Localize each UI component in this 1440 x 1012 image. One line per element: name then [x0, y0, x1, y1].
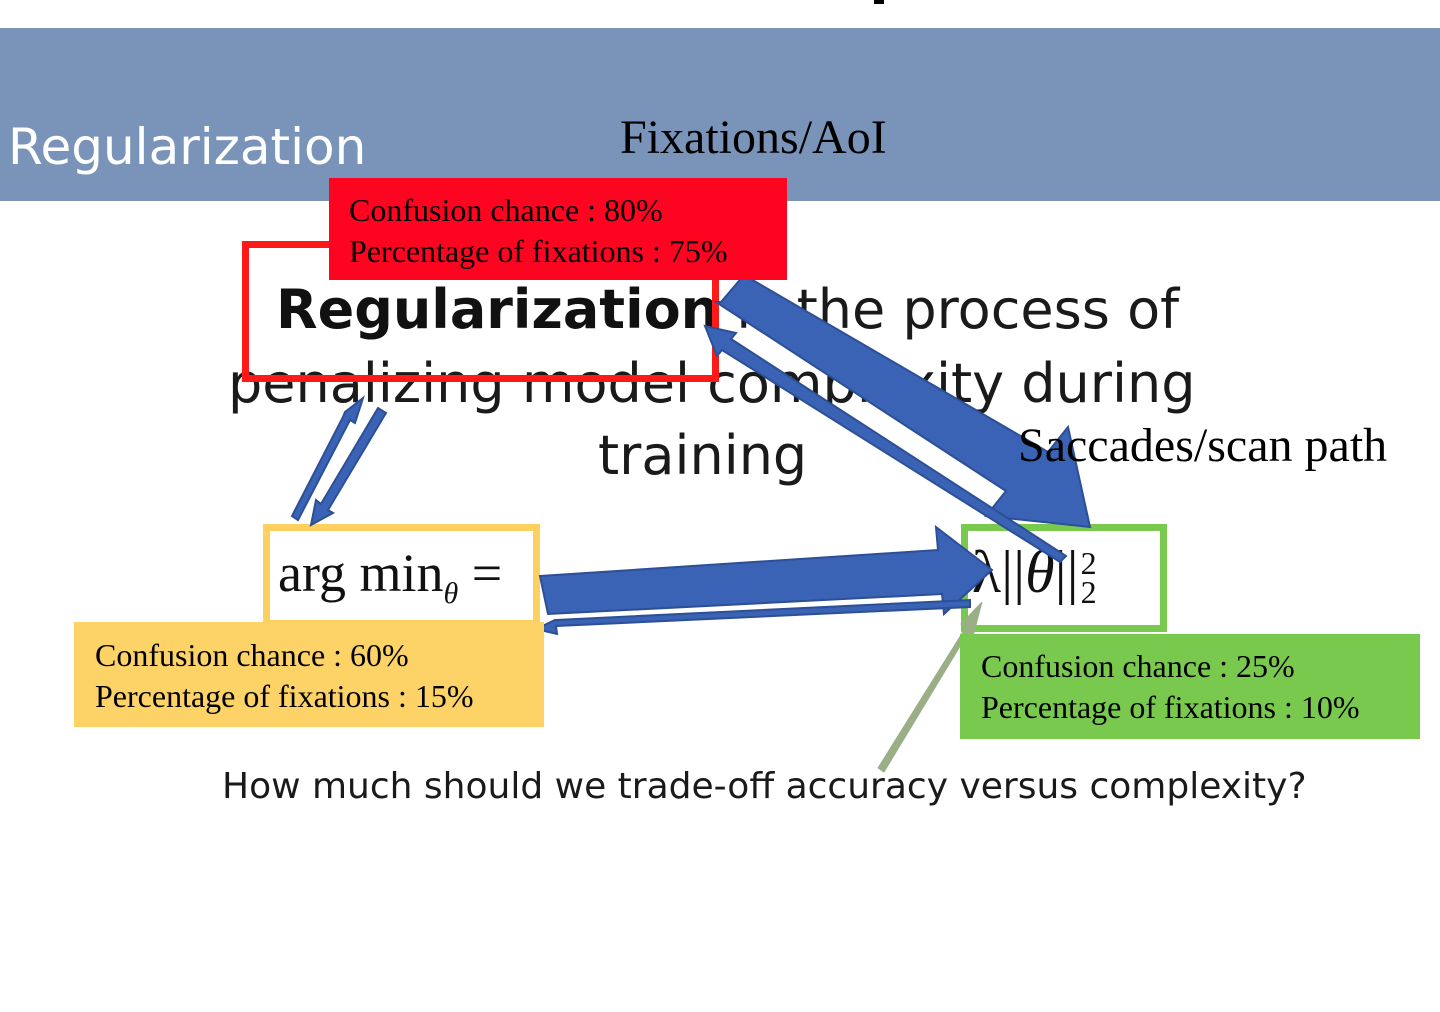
aoi-box-green	[961, 524, 1167, 632]
slide-title: Regularization	[8, 118, 367, 176]
formula-left: arg minθ =	[278, 542, 502, 611]
title-bar	[0, 28, 1440, 201]
info-box-red: Confusion chance : 80% Percentage of fix…	[329, 178, 787, 280]
info-yellow-confusion: Confusion chance : 60%	[95, 637, 409, 673]
info-red-fixations: Percentage of fixations : 75%	[349, 233, 728, 269]
arrow-sentence-to-formula	[309, 406, 388, 527]
question-text: How much should we trade-off accuracy ve…	[222, 766, 1307, 807]
fixations-label: Fixations/AoI	[620, 111, 887, 164]
arrow-formula-to-sentence	[290, 395, 365, 522]
aoi-box-yellow	[263, 524, 540, 627]
sentence-bold-word: Regularization	[276, 278, 720, 341]
info-yellow-fixations: Percentage of fixations : 15%	[95, 678, 474, 714]
arrow-yellow-to-green	[538, 524, 994, 617]
top-edge-mark	[874, 0, 884, 4]
formula-argmin: arg min	[278, 543, 444, 603]
formula-sup: 2	[1080, 545, 1097, 582]
formula-equals: =	[458, 543, 503, 603]
sentence-line-3: training	[598, 424, 808, 487]
info-box-yellow: Confusion chance : 60% Percentage of fix…	[74, 622, 544, 727]
formula-argmin-sub: θ	[443, 576, 459, 610]
info-green-fixations: Percentage of fixations : 10%	[981, 689, 1360, 725]
arrow-green-to-yellow	[533, 598, 971, 636]
info-red-confusion: Confusion chance : 80%	[349, 192, 663, 228]
sentence-line-1-rest: is the process of	[719, 278, 1180, 341]
info-green-confusion: Confusion chance : 25%	[981, 648, 1295, 684]
formula-sub: 2	[1080, 574, 1097, 611]
info-box-green: Confusion chance : 25% Percentage of fix…	[960, 634, 1420, 739]
saccades-label: Saccades/scan path	[1018, 419, 1388, 472]
